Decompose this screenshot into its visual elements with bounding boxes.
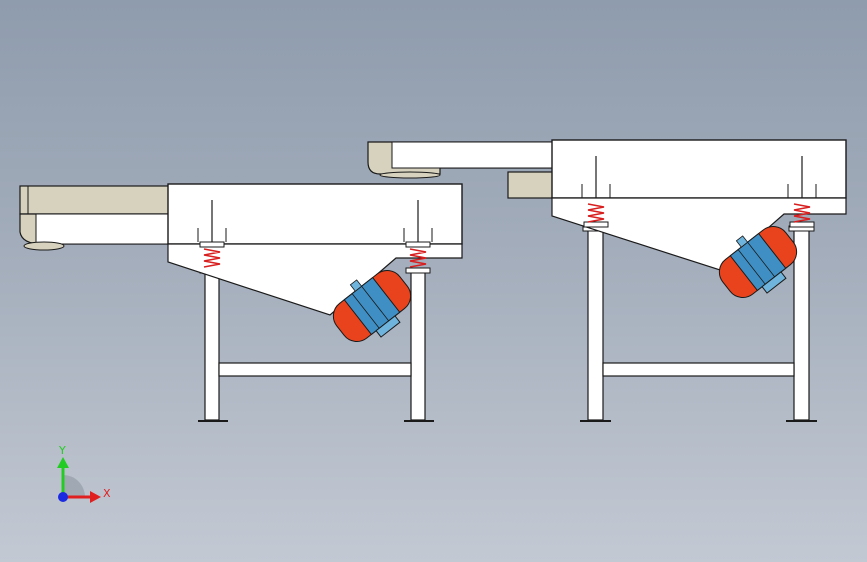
right-spring-mount-2 [787,156,817,228]
right-support-legs [580,225,817,422]
left-screen-box [167,183,463,316]
left-spring-mount-2 [403,200,433,268]
triad-z-axis-icon [58,492,68,502]
right-vibration-motor [718,225,798,299]
left-vibration-motor [332,269,412,343]
coordinate-triad: Y X [57,444,111,503]
right-inlet-chute [367,141,557,199]
left-spring-mount-1 [197,200,227,268]
left-inlet-chute [19,185,171,251]
right-spring-mount-1 [581,156,611,228]
triad-x-label: X [103,487,111,500]
triad-y-arrow-icon [57,457,69,468]
right-screen-box [551,139,847,271]
triad-y-label: Y [58,444,66,457]
triad-plane-icon [63,475,85,497]
triad-x-arrow-icon [90,491,101,503]
right-screen-assembly [367,139,847,422]
left-screen-assembly [19,183,463,422]
